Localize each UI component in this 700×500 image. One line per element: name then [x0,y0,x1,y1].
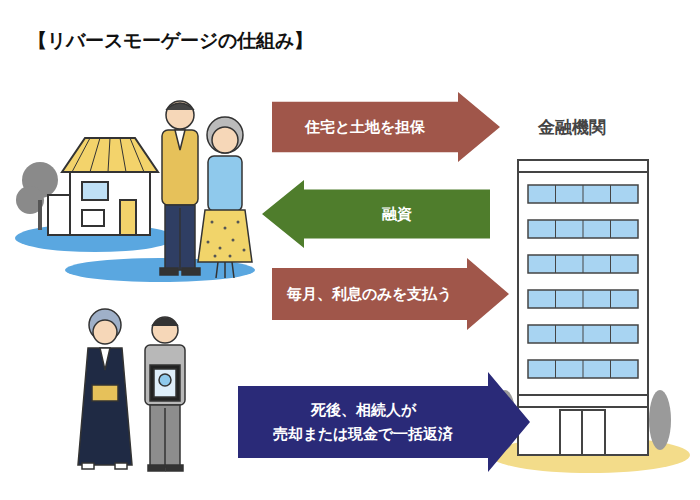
arrow-shape: 住宅と土地を担保 [272,92,500,162]
arrow-text: 毎月、利息のみを支払う [287,282,452,306]
window [528,255,638,273]
arrow-shape: 毎月、利息のみを支払う [272,258,509,330]
window-frame [555,255,556,273]
window-frame [555,220,556,238]
window-frame [583,290,584,308]
institution-label: 金融機関 [538,116,606,139]
elderly-man [160,101,200,275]
window [528,360,638,378]
arrow-outline [262,180,490,248]
mourning-woman [78,309,132,469]
window-frame [610,255,611,273]
window-frame [610,360,611,378]
mourning-man [145,317,185,471]
window [528,325,638,343]
window-frame [610,220,611,238]
window [528,185,638,203]
window [528,290,638,308]
window-frame [583,185,584,203]
window-frame [583,220,584,238]
window-frame [610,325,611,343]
skirt-dots [207,221,246,258]
window-rows [528,185,638,378]
window-frame [583,255,584,273]
arrow-shape: 融資 [262,180,490,248]
window-frame [555,185,556,203]
window-frame [583,325,584,343]
window-frame [555,325,556,343]
window-frame [610,290,611,308]
arrow-outline [238,372,530,472]
diagram-title: 【リバースモーゲージの仕組み】 [28,28,313,54]
window-frame [555,360,556,378]
window-frame [583,360,584,378]
arrow-fill [262,180,490,248]
house-scene [15,138,255,282]
window [528,220,638,238]
window-frame [610,185,611,203]
arrow-fill [272,258,509,330]
arrow-text: 死後、相続人が 売却または現金で一括返済 [258,398,468,446]
arrow-fill [272,92,500,162]
elderly-woman [198,117,252,278]
arrow-text: 住宅と土地を担保 [305,115,425,139]
arrow-fill [238,372,530,472]
arrow-text: 融資 [382,202,412,226]
window-frame [555,290,556,308]
arrow-shape: 死後、相続人が 売却または現金で一括返済 [238,372,530,472]
